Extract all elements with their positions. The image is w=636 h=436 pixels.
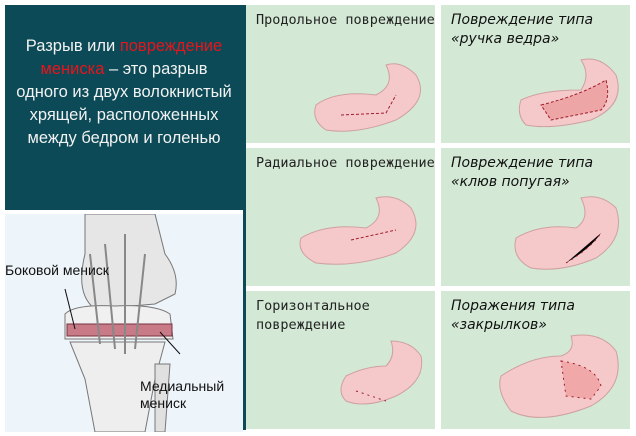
- cell-title: Поражения типа «закрылков»: [451, 298, 575, 333]
- meniscus-image: [514, 196, 619, 270]
- meniscus-image: [299, 196, 417, 265]
- medial-meniscus-label: Медиальный мениск: [140, 378, 225, 411]
- definition-panel: Разрыв или повреждение мениска – это раз…: [5, 5, 243, 210]
- cell-title: Повреждение типа «ручка ведра»: [451, 12, 594, 47]
- meniscus-image: [314, 63, 421, 132]
- horizontal-tear-cell: Горизонтальное повреждение: [246, 291, 435, 429]
- longitudinal-tear-cell: Продольное повреждение: [246, 5, 435, 143]
- bucket-handle-cell: Повреждение типа «ручка ведра»: [441, 5, 630, 143]
- cell-title: Горизонтальное повреждение: [256, 298, 370, 333]
- parrot-beak-cell: Повреждение типа «клюв попугая»: [441, 148, 630, 286]
- cell-title: Повреждение типа «клюв попугая»: [451, 155, 594, 190]
- cell-title: Радиальное повреждение: [256, 155, 435, 171]
- cell-title: Продольное повреждение: [256, 12, 435, 28]
- divider: [243, 5, 246, 430]
- meniscus-image: [499, 334, 619, 418]
- definition-text-rest: – это разрыв одного из двух волокнистый …: [16, 60, 232, 147]
- lateral-meniscus-label: Боковой мениск: [5, 262, 109, 278]
- radial-tear-cell: Радиальное повреждение: [246, 148, 435, 286]
- meniscus-image: [340, 340, 423, 405]
- definition-text: Разрыв или: [25, 37, 120, 55]
- knee-drawing: [64, 213, 181, 433]
- meniscus-image: [518, 58, 619, 128]
- flap-tear-cell: Поражения типа «закрылков»: [441, 291, 630, 429]
- knee-illustration: Боковой мениск Медиальный мениск: [5, 213, 243, 433]
- definition-highlight: повреждение мениска: [40, 37, 223, 78]
